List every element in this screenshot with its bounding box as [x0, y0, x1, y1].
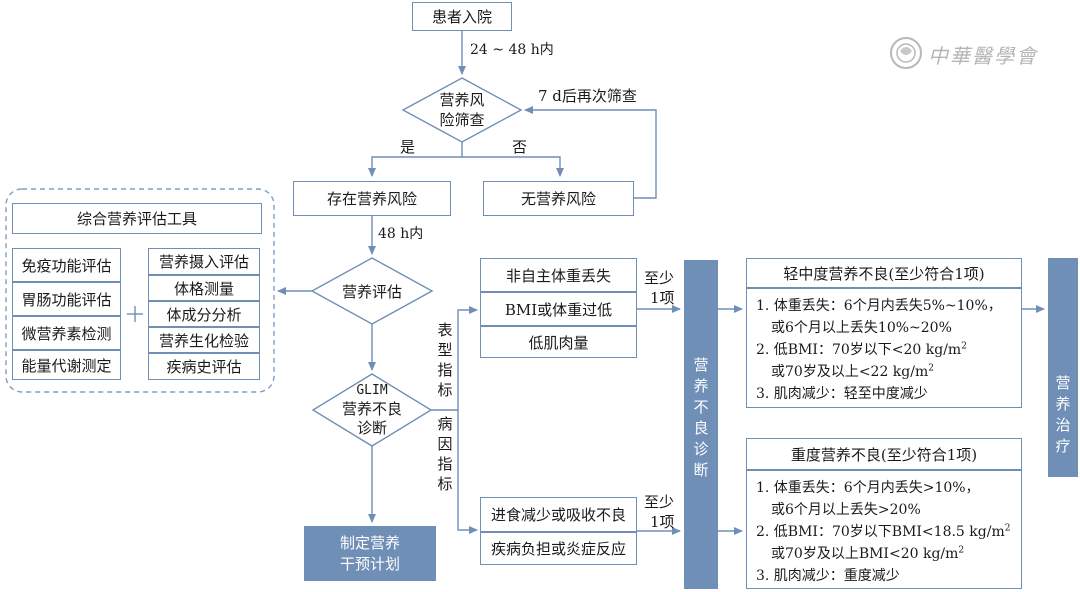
mild-line-3-text: 2. 低BMI：70岁以下<20 kg/m: [756, 342, 962, 358]
glim-diamond-line-1: GLIM: [356, 383, 388, 398]
mild-line-1: 1. 体重丢失：6个月内丢失5%~10%，: [756, 298, 1002, 314]
therapy-bar: 营 养 治 疗: [1048, 258, 1078, 477]
mild-line-4: 或70岁及以上<22 kg/m2: [771, 361, 934, 383]
severe-line-4: 或70岁及以上BMI<20 kg/m2: [771, 543, 964, 565]
at-least-top-2: 1项: [650, 289, 675, 307]
mild-line-4-sup: 2: [928, 363, 934, 374]
pheno-char-2: 型: [437, 341, 453, 359]
severe-line-4-text: 或70岁及以上BMI<20 kg/m: [771, 546, 959, 562]
at-least-bottom-2: 1项: [650, 513, 675, 531]
pheno-weight-loss: 非自主体重丢失: [480, 258, 637, 292]
rescreen-label: 7 d后再次筛查: [538, 87, 637, 105]
etio-char-2: 因: [437, 435, 453, 453]
arrow-rescreen: [524, 106, 657, 199]
severe-line-3-sup: 2: [1004, 523, 1011, 534]
at-least-top-1: 至少: [644, 269, 675, 287]
tools-title-box: 综合营养评估工具: [12, 203, 262, 234]
diagnosis-bar: 营 养 不 良 诊 断: [684, 260, 718, 589]
plan-line-2: 干预计划: [339, 554, 400, 573]
yes-label: 是: [400, 138, 416, 156]
no-risk-box: 无营养风险: [483, 181, 634, 216]
risk-box: 存在营养风险: [293, 181, 451, 216]
dx-char-4: 良: [693, 419, 709, 437]
severe-line-2: 或6个月以上丢失>20%: [771, 502, 921, 518]
phenotype-label: 表 型 指 标: [437, 320, 453, 400]
mild-line-3: 2. 低BMI：70岁以下<20 kg/m2: [756, 339, 967, 361]
tools-dashed-container: [5, 188, 275, 393]
mild-line-5: 3. 肌肉减少：轻至中度减少: [756, 386, 928, 402]
tool-gi: 胃肠功能评估: [12, 282, 121, 316]
logo-text: 中華醫學會: [928, 44, 1038, 68]
glim-diamond-line-2: 营养不良: [341, 400, 402, 418]
arrow-no: [462, 156, 564, 177]
tool-biochem: 营养生化检验: [148, 327, 260, 353]
tool-history: 疾病史评估: [148, 353, 260, 380]
pheno-char-1: 表: [437, 321, 453, 339]
therapy-char-1: 营: [1055, 374, 1071, 392]
screen-diamond-line-2: 险筛查: [439, 111, 485, 129]
tool-immune: 免疫功能评估: [12, 248, 121, 282]
severe-line-1: 1. 体重丢失：6个月内丢失>10%，: [756, 480, 980, 496]
pheno-low-bmi: BMI或体重过低: [480, 292, 637, 326]
dx-char-3: 不: [693, 398, 709, 416]
logo-seal-icon: [890, 37, 922, 69]
start-box: 患者入院: [412, 2, 512, 31]
arrow-glim-to-etio: [457, 410, 478, 534]
plan-line-1: 制定营养: [339, 533, 400, 552]
severe-line-3: 2. 低BMI：70岁以下BMI<18.5 kg/m2: [756, 521, 1010, 543]
therapy-char-3: 治: [1055, 416, 1071, 434]
screen-diamond: 营养风 险筛查: [422, 90, 502, 130]
etiology-label: 病 因 指 标: [437, 414, 453, 494]
assess-diamond: 营养评估: [341, 283, 402, 301]
dx-char-5: 诊: [693, 440, 709, 458]
therapy-bar-label: 营 养 治 疗: [1055, 373, 1071, 457]
tool-micro: 微营养素检测: [12, 316, 121, 350]
plan-box: 制定营养 干预计划: [304, 526, 436, 581]
etio-char-3: 指: [437, 455, 453, 473]
severe-title: 重度营养不良(至少符合1项): [746, 438, 1022, 470]
pheno-char-3: 指: [437, 361, 453, 379]
mild-line-3-sup: 2: [961, 341, 967, 352]
severe-line-4-sup: 2: [958, 545, 965, 556]
glim-diamond-line-3: 诊断: [356, 419, 387, 437]
mild-title: 轻中度营养不良(至少符合1项): [746, 258, 1022, 288]
at-least-bottom-1: 至少: [644, 493, 675, 511]
etio-intake: 进食减少或吸收不良: [480, 497, 637, 532]
at-least-top: 至少 1项: [644, 268, 675, 308]
no-label: 否: [512, 138, 528, 156]
severe-details: 1. 体重丢失：6个月内丢失>10%， 或6个月以上丢失>20% 2. 低BMI…: [746, 470, 1022, 589]
therapy-char-4: 疗: [1055, 437, 1071, 455]
etio-char-1: 病: [437, 415, 453, 433]
pheno-low-muscle: 低肌肉量: [480, 326, 637, 358]
dx-char-1: 营: [693, 356, 709, 374]
dx-char-2: 养: [693, 377, 709, 395]
screen-diamond-line-1: 营养风: [439, 91, 485, 109]
glim-diamond: GLIM 营养不良 诊断: [322, 381, 422, 438]
mild-line-2: 或6个月以上丢失10%~20%: [771, 320, 952, 336]
diagnosis-bar-label: 营 养 不 良 诊 断: [693, 355, 709, 481]
mild-line-4-text: 或70岁及以上<22 kg/m: [771, 364, 929, 380]
etio-inflammation: 疾病负担或炎症反应: [480, 532, 637, 565]
severe-line-3-text: 2. 低BMI：70岁以下BMI<18.5 kg/m: [756, 524, 1005, 540]
arrow-glim-to-pheno: [431, 306, 478, 411]
etio-char-4: 标: [437, 475, 453, 493]
tool-anthro: 体格测量: [148, 275, 260, 301]
at-least-bottom: 至少 1项: [644, 492, 675, 532]
tool-energy: 能量代谢测定: [12, 350, 121, 380]
dx-char-6: 断: [693, 461, 709, 479]
pheno-char-4: 标: [437, 381, 453, 399]
therapy-char-2: 养: [1055, 395, 1071, 413]
mild-details: 1. 体重丢失：6个月内丢失5%~10%， 或6个月以上丢失10%~20% 2.…: [746, 288, 1022, 408]
time-label-48: 48 h内: [378, 226, 424, 242]
tool-body-comp: 体成分分析: [148, 301, 260, 327]
severe-line-5: 3. 肌肉减少：重度减少: [756, 568, 900, 584]
arrow-yes: [368, 142, 463, 177]
tool-intake: 营养摄入评估: [148, 248, 260, 275]
time-label-24-48: 24 ~ 48 h内: [470, 42, 554, 58]
